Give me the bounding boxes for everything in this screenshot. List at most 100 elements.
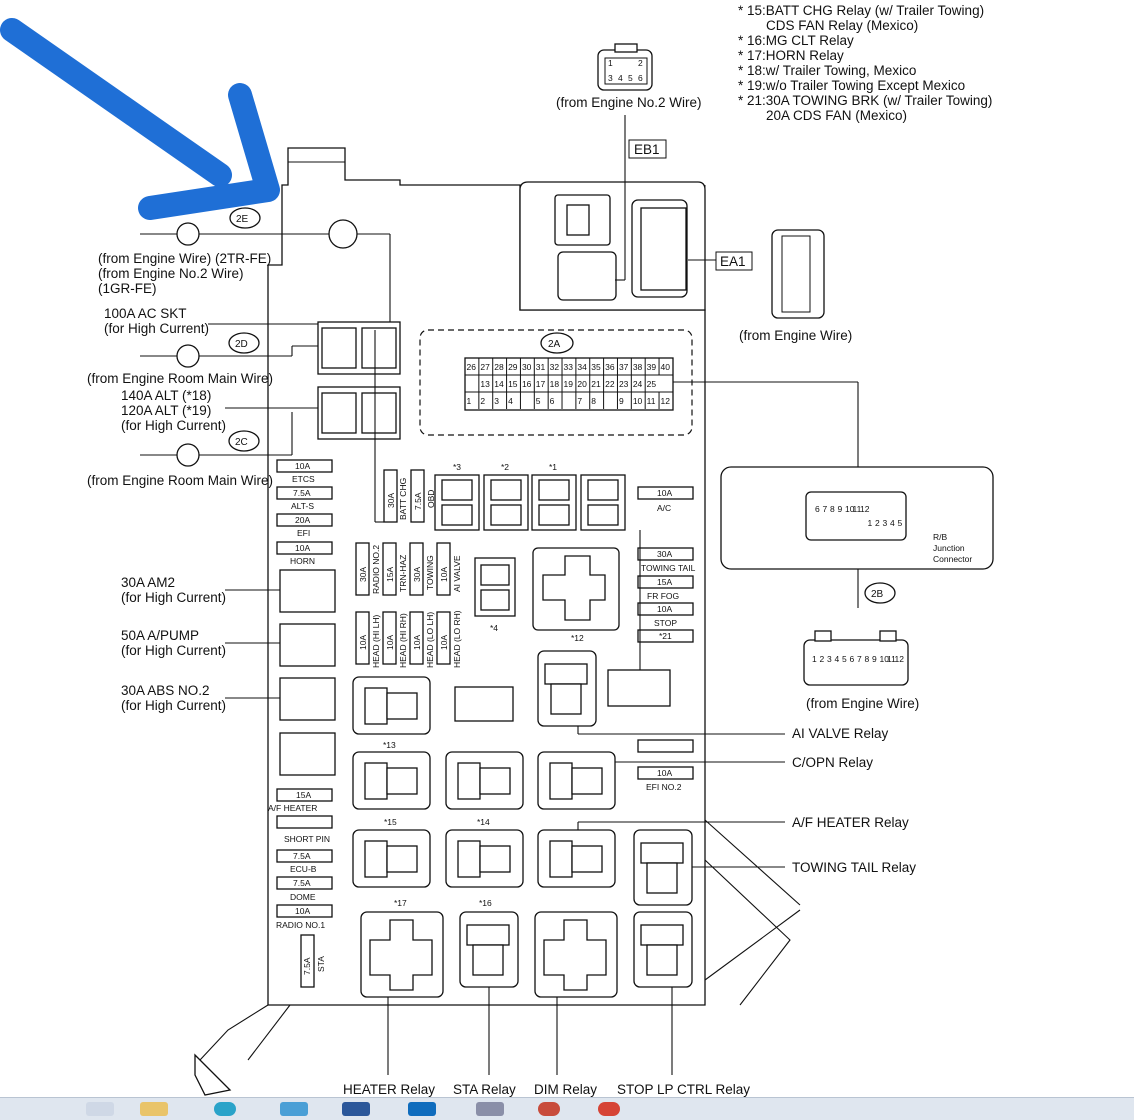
connector-2b-pin: 10 — [880, 654, 890, 664]
svg-text:*3: *3 — [453, 462, 461, 472]
svg-text:*13: *13 — [383, 740, 396, 750]
connector-2a-pin: 7 — [577, 396, 582, 406]
connector-2b-pin: 2 — [875, 518, 880, 528]
outlook-icon[interactable] — [408, 1102, 436, 1116]
connector-2a-pin: 5 — [536, 396, 541, 406]
connector-2b-pin: 2 — [820, 654, 825, 664]
svg-text:10A: 10A — [385, 635, 395, 650]
svg-text:*1: *1 — [549, 462, 557, 472]
svg-text:HORN: HORN — [290, 556, 315, 566]
left-fuse-column: 10A ETCS 7.5A ALT-S 20A EFI 10A HORN 15A… — [268, 459, 333, 988]
connector-2b-pin: 9 — [872, 654, 877, 664]
folder-icon[interactable] — [140, 1102, 168, 1116]
note-17: * 17:HORN Relay — [738, 48, 844, 63]
svg-text:120A ALT (*19): 120A ALT (*19) — [121, 403, 211, 418]
connector-2a-pin: 1 — [467, 396, 472, 406]
taskbar — [0, 1097, 1134, 1120]
svg-text:*4: *4 — [490, 623, 498, 633]
connector-2a-pin: 35 — [591, 362, 601, 372]
svg-text:*12: *12 — [571, 633, 584, 643]
store-icon[interactable] — [280, 1102, 308, 1116]
svg-text:HEAD (HI LH): HEAD (HI LH) — [371, 614, 381, 668]
rb-junction-connector: R/B Junction Connector 2B (from Engine W… — [720, 466, 994, 711]
svg-text:RADIO NO.2: RADIO NO.2 — [371, 545, 381, 594]
chrome-icon[interactable] — [598, 1102, 620, 1116]
left-terminals: 2E (from Engine Wire) (2TR-FE) (from Eng… — [87, 207, 401, 776]
svg-text:R/B: R/B — [933, 532, 948, 542]
svg-text:10A: 10A — [657, 604, 672, 614]
connector-2b-pin: 3 — [883, 518, 888, 528]
app-icon[interactable] — [86, 1102, 114, 1116]
svg-text:TOWING: TOWING — [425, 555, 435, 590]
svg-text:DOME: DOME — [290, 892, 316, 902]
svg-text:30A AM2: 30A AM2 — [121, 575, 175, 590]
connector-2b-pin: 10 — [845, 504, 855, 514]
svg-text:7.5A: 7.5A — [293, 488, 311, 498]
connector-2a-pin: 21 — [591, 379, 601, 389]
connector-2b-pin: 12 — [895, 654, 905, 664]
svg-text:*17: *17 — [394, 898, 407, 908]
2a-label: 2A — [548, 339, 561, 350]
connector-2a-pin: 10 — [633, 396, 643, 406]
svg-text:30A: 30A — [386, 493, 396, 508]
connector-2a-pin: 14 — [494, 379, 504, 389]
connector-2a-pin: 37 — [619, 362, 629, 372]
connector-2a-pin: 26 — [467, 362, 477, 372]
bottom-relays: *17 *16 HEATER Relay STA Relay DIM Relay… — [343, 898, 750, 1097]
connector-2a-pin: 15 — [508, 379, 518, 389]
word-icon[interactable] — [342, 1102, 370, 1116]
connector-2a-pin: 38 — [633, 362, 643, 372]
eb1-area: EB1 — [554, 115, 688, 301]
connector-2b-pin: 11 — [887, 654, 896, 664]
svg-text:EFI: EFI — [297, 528, 310, 538]
photos-icon[interactable] — [538, 1102, 560, 1116]
sta-relay-label: STA Relay — [453, 1082, 516, 1097]
svg-text:ETCS: ETCS — [292, 474, 315, 484]
svg-text:A/F HEATER: A/F HEATER — [268, 803, 317, 813]
connector-2a-pin: 16 — [522, 379, 532, 389]
svg-text:15A: 15A — [657, 577, 672, 587]
note-15b: CDS FAN Relay (Mexico) — [766, 18, 918, 33]
svg-text:BATT CHG: BATT CHG — [398, 478, 408, 520]
connector-2a-pin: 4 — [508, 396, 513, 406]
settings-icon[interactable] — [476, 1102, 504, 1116]
svg-text:3: 3 — [608, 73, 613, 83]
svg-text:(from Engine No.2 Wire): (from Engine No.2 Wire) — [98, 266, 244, 281]
svg-text:(for High Current): (for High Current) — [121, 590, 226, 605]
connector-2a-pin: 13 — [480, 379, 490, 389]
svg-text:1: 1 — [608, 58, 613, 68]
af-heater-relay-label: A/F HEATER Relay — [792, 815, 909, 830]
2c-label: 2C — [235, 437, 248, 448]
connector-2b-pin: 5 — [842, 654, 847, 664]
vertical-fuses-top: 30A BATT CHG 7.5A OBD — [374, 330, 436, 523]
browser-icon[interactable] — [214, 1102, 236, 1116]
svg-text:100A AC SKT: 100A AC SKT — [104, 306, 187, 321]
connector-2a-pin: 3 — [494, 396, 499, 406]
connector-2a-pin: 25 — [647, 379, 657, 389]
svg-text:10A: 10A — [439, 635, 449, 650]
connector-2a-pin: 22 — [605, 379, 615, 389]
middle-relays: AI VALVE Relay *13 — [352, 650, 889, 750]
svg-text:*14: *14 — [477, 817, 490, 827]
connector-2a-pin: 12 — [661, 396, 671, 406]
svg-text:10A: 10A — [295, 543, 310, 553]
svg-text:*21: *21 — [659, 631, 672, 641]
svg-text:30A: 30A — [412, 567, 422, 582]
svg-text:OBD: OBD — [426, 490, 436, 508]
svg-text:HEAD (LO LH): HEAD (LO LH) — [425, 612, 435, 668]
svg-text:7.5A: 7.5A — [293, 878, 311, 888]
connector-2b-pin: 5 — [898, 518, 903, 528]
svg-text:7.5A: 7.5A — [413, 492, 423, 510]
connector-2b-pin: 11 — [853, 504, 862, 514]
note-21b: 20A CDS FAN (Mexico) — [766, 108, 907, 123]
heater-relay-label: HEATER Relay — [343, 1082, 435, 1097]
connector-2b-pin: 7 — [857, 654, 862, 664]
connector-2a-pin: 23 — [619, 379, 629, 389]
from-engine-wire-2b: (from Engine Wire) — [806, 696, 919, 711]
relay-row-2: A/F HEATER Relay TOWING TAIL Relay — [352, 815, 916, 906]
ea1-connector: EA1 (from Engine Wire) — [688, 229, 852, 343]
svg-text:*16: *16 — [479, 898, 492, 908]
ea1-label: EA1 — [720, 254, 746, 269]
connector-2a-pin: 28 — [494, 362, 504, 372]
connector-2a-pin: 20 — [577, 379, 587, 389]
